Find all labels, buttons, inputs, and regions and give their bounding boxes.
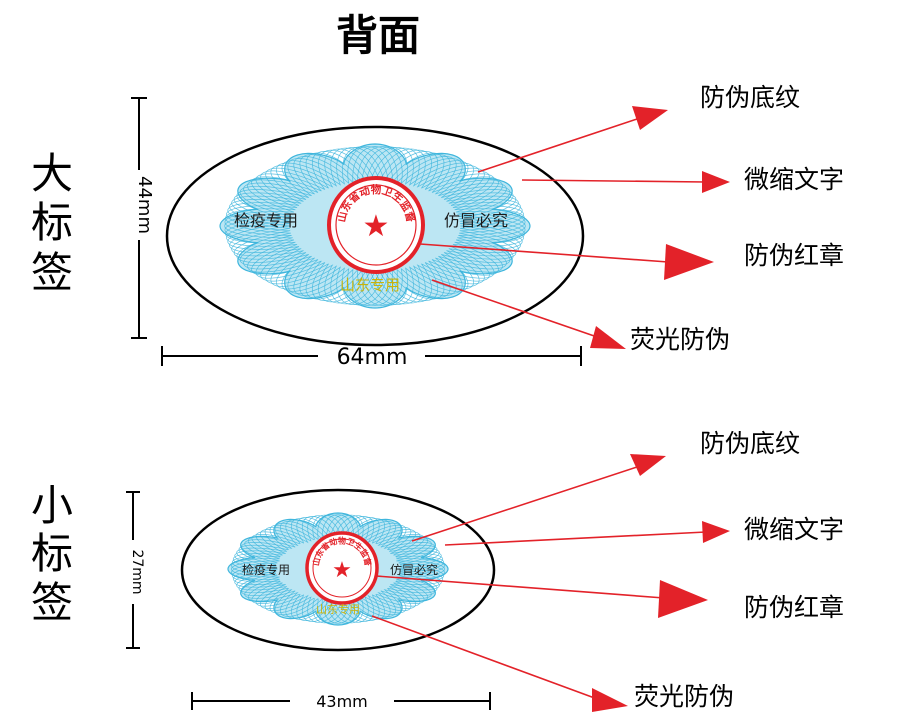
large-height-label: 44mm [134, 176, 155, 234]
small-side-label-char-3: 签 [31, 578, 73, 627]
small-callout-pattern: 防伪底纹 [700, 429, 800, 458]
large-callout-microtext: 微缩文字 [744, 165, 844, 194]
small-width-label: 43mm [316, 692, 368, 711]
small-label-section: 小 标 签 27mm 山东省动物卫生监督 ★ 检疫专用 仿冒必究 山东专用 43… [31, 429, 844, 712]
small-arrow-line-3 [375, 575, 665, 599]
large-star-icon: ★ [363, 209, 390, 244]
small-arrow-line-2 [444, 531, 707, 546]
small-left-text: 检疫专用 [242, 562, 290, 577]
small-arrow-line-4 [371, 615, 601, 701]
large-label-section: 大 标 签 44mm 山东省动物卫生监督 ★ 检疫专用 仿冒必究 山东专用 64… [31, 83, 844, 370]
small-arrowhead-2 [702, 521, 730, 543]
small-star-icon: ★ [332, 558, 352, 583]
large-arrow-line-2 [521, 179, 707, 183]
large-arrowhead-4 [590, 326, 626, 349]
large-red-seal [327, 176, 425, 274]
small-callout-microtext: 微缩文字 [744, 515, 844, 544]
small-callout-seal: 防伪红章 [744, 593, 844, 622]
large-width-label: 64mm [337, 345, 408, 370]
large-fluorescent-text: 山东专用 [340, 276, 400, 294]
large-arrow-line-1 [477, 117, 641, 173]
large-callout-pattern: 防伪底纹 [700, 83, 800, 112]
large-arrowhead-1 [632, 106, 668, 130]
large-left-text: 检疫专用 [234, 211, 298, 230]
small-right-text: 仿冒必究 [390, 562, 438, 577]
small-red-seal [305, 531, 379, 605]
small-label-outline [180, 488, 496, 652]
large-arrow-line-4 [431, 279, 601, 339]
small-arrow-line-1 [411, 465, 641, 542]
large-arrowhead-2 [702, 171, 730, 193]
large-arrowhead-3 [664, 244, 714, 280]
small-height-label: 27mm [129, 549, 145, 594]
small-arrowhead-4 [592, 688, 628, 712]
large-side-label-char-2: 标 [31, 198, 73, 247]
large-label-outline [165, 125, 585, 347]
large-side-label-char-3: 签 [31, 248, 73, 297]
large-side-label-char-1: 大 [31, 149, 73, 198]
small-callout-fluorescent: 荧光防伪 [634, 682, 734, 711]
large-callout-fluorescent: 荧光防伪 [630, 325, 730, 354]
small-arrowhead-3 [658, 580, 708, 618]
small-arrowhead-1 [630, 454, 666, 476]
page-title: 背面 [336, 11, 420, 60]
small-fluorescent-text: 山东专用 [316, 602, 360, 616]
small-side-label-char-1: 小 [31, 481, 73, 530]
small-side-label-char-2: 标 [31, 529, 73, 578]
large-right-text: 仿冒必究 [444, 211, 508, 230]
large-callout-seal: 防伪红章 [744, 241, 844, 270]
large-arrow-line-3 [419, 243, 669, 263]
